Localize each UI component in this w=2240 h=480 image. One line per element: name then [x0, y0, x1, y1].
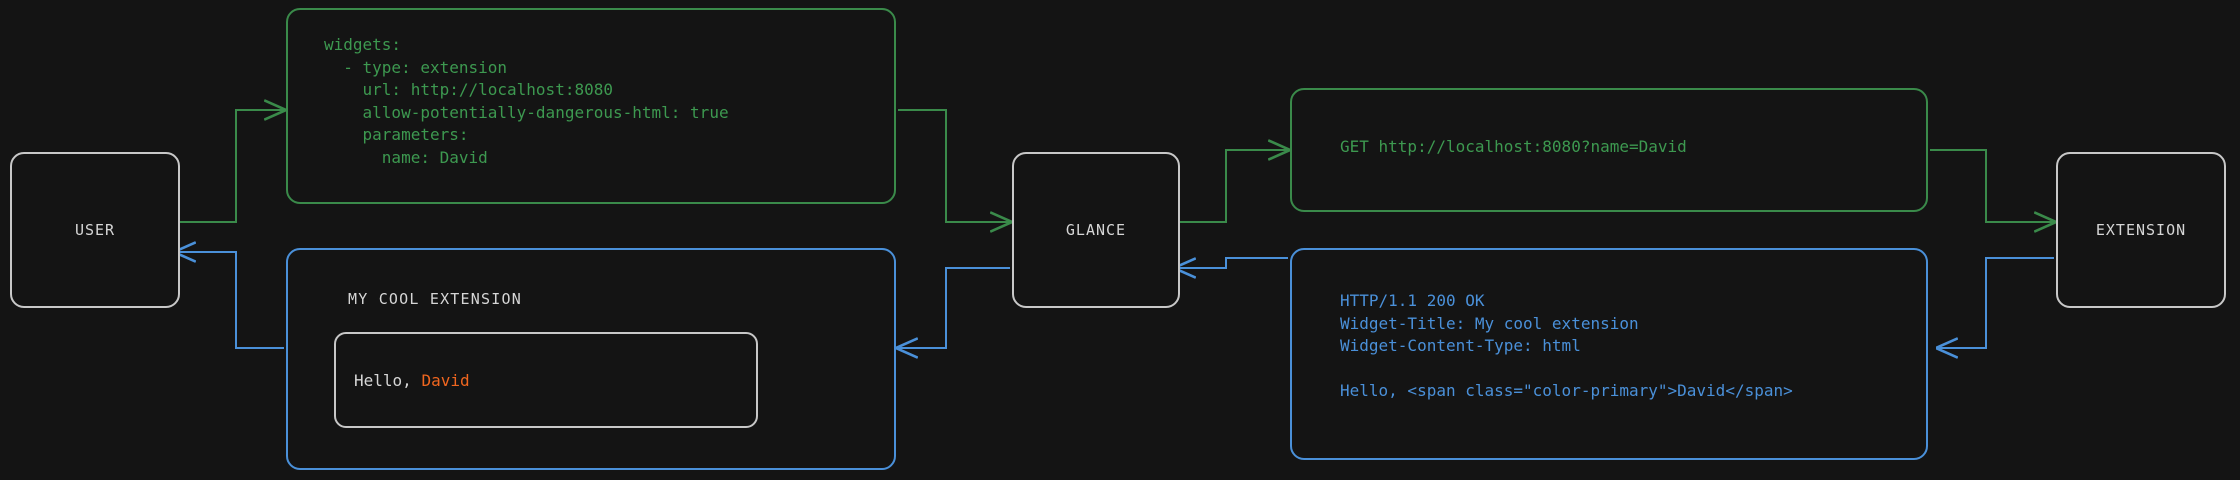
widget-preview-body: Hello, David	[334, 332, 758, 428]
connector-extension-to-response	[1938, 257, 2054, 348]
panel-config-yaml: widgets: - type: extension url: http://l…	[286, 8, 896, 204]
node-glance-label: GLANCE	[1065, 221, 1127, 239]
node-user[interactable]: USER	[10, 152, 180, 308]
connector-config-to-glance	[898, 109, 1010, 222]
connector-request-to-extension	[1930, 149, 2054, 222]
http-request-text: GET http://localhost:8080?name=David	[1340, 137, 1687, 156]
connector-glance-to-widget	[898, 267, 1010, 348]
panel-http-response: HTTP/1.1 200 OK Widget-Title: My cool ex…	[1290, 248, 1928, 460]
node-glance[interactable]: GLANCE	[1012, 152, 1180, 308]
node-user-label: USER	[74, 221, 116, 239]
connector-widget-to-user	[176, 252, 284, 349]
config-yaml-text: widgets: - type: extension url: http://l…	[324, 35, 729, 167]
widget-preview-title: MY COOL EXTENSION	[348, 290, 522, 308]
panel-http-request: GET http://localhost:8080?name=David	[1290, 88, 1928, 212]
node-extension[interactable]: EXTENSION	[2056, 152, 2226, 308]
connector-response-to-glance	[1176, 257, 1288, 268]
panel-widget-preview: MY COOL EXTENSION Hello, David	[286, 248, 896, 470]
greeting-name: David	[421, 370, 470, 390]
http-response-text: HTTP/1.1 200 OK Widget-Title: My cool ex…	[1340, 291, 1793, 400]
greeting-prefix: Hello,	[354, 370, 422, 390]
connector-user-to-config	[176, 110, 284, 223]
widget-preview-greeting: Hello, David	[336, 371, 470, 390]
connector-glance-to-request	[1176, 150, 1288, 223]
node-extension-label: EXTENSION	[2095, 221, 2187, 239]
